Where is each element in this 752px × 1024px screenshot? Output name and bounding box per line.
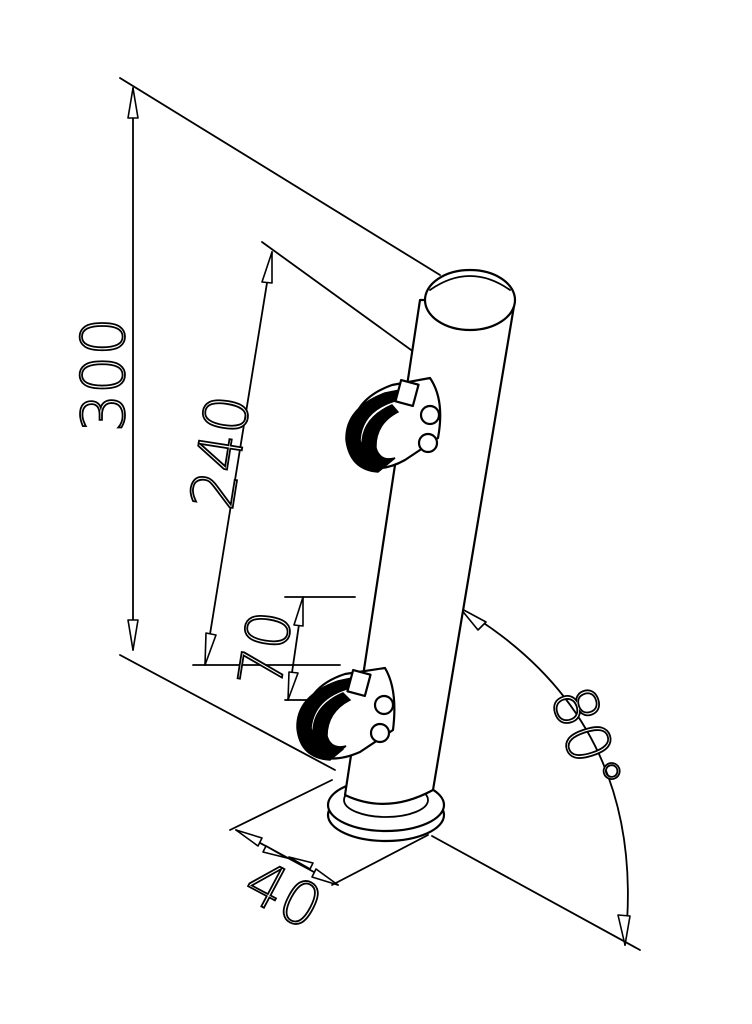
label-angle-80: 80° — [536, 678, 635, 801]
extension-lines — [119, 77, 641, 951]
label-70: 70 — [226, 606, 307, 692]
upper-glass-clamp — [345, 376, 442, 473]
dimension-70 — [287, 596, 304, 701]
lower-glass-clamp — [296, 666, 396, 761]
dimension-40 — [235, 829, 339, 886]
dimension-angle-80 — [459, 607, 631, 946]
label-40: 40 — [233, 846, 333, 944]
label-240: 240 — [178, 390, 265, 514]
dimension-300 — [127, 87, 139, 651]
label-300: 300 — [69, 317, 139, 432]
dimension-240 — [204, 251, 273, 666]
